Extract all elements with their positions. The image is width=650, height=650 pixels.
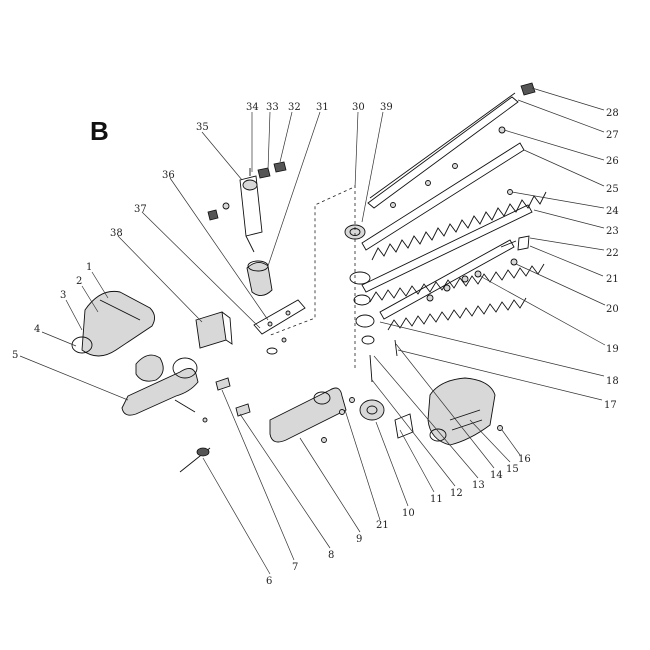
lower-blade bbox=[379, 239, 527, 331]
callout-2: 2 bbox=[76, 276, 82, 287]
callout-35: 35 bbox=[196, 122, 209, 133]
callout-24: 24 bbox=[606, 206, 619, 217]
blade-cover-rail bbox=[367, 92, 519, 209]
callout-39: 39 bbox=[380, 102, 393, 113]
callout-13: 13 bbox=[472, 480, 485, 491]
callout-34: 34 bbox=[246, 102, 259, 113]
callout-8: 8 bbox=[328, 550, 334, 561]
callout-17: 17 bbox=[604, 400, 617, 411]
callout-31: 31 bbox=[316, 102, 329, 113]
callout-30: 30 bbox=[352, 102, 365, 113]
motor-armature bbox=[207, 161, 287, 253]
callout-38: 38 bbox=[110, 228, 123, 239]
callout-18: 18 bbox=[606, 376, 619, 387]
washer-stack bbox=[349, 271, 398, 383]
callout-36: 36 bbox=[162, 170, 175, 181]
power-cord bbox=[179, 447, 211, 473]
callout-32: 32 bbox=[288, 102, 301, 113]
callout-21-bottom: 21 bbox=[376, 520, 389, 531]
blade-fasteners bbox=[390, 126, 530, 302]
callout-21-right: 21 bbox=[606, 274, 619, 285]
callout-22: 22 bbox=[606, 248, 619, 259]
callout-26: 26 bbox=[606, 156, 619, 167]
middle-blade bbox=[361, 204, 545, 303]
callout-33: 33 bbox=[266, 102, 279, 113]
callout-3: 3 bbox=[60, 290, 66, 301]
callout-1: 1 bbox=[86, 262, 92, 273]
leader-lines bbox=[19, 87, 606, 575]
right-housing bbox=[427, 377, 503, 446]
callout-23: 23 bbox=[606, 226, 619, 237]
small-part-7 bbox=[215, 377, 231, 391]
callout-9: 9 bbox=[356, 534, 362, 545]
callout-11: 11 bbox=[430, 494, 443, 505]
callout-16: 16 bbox=[518, 454, 531, 465]
end-cap bbox=[520, 82, 536, 96]
callout-19: 19 bbox=[606, 344, 619, 355]
drive-gear bbox=[344, 224, 366, 240]
callout-7: 7 bbox=[292, 562, 298, 573]
motor-housing bbox=[246, 260, 273, 296]
callout-27: 27 bbox=[606, 130, 619, 141]
gear-housing bbox=[359, 399, 414, 439]
left-housing bbox=[71, 290, 208, 423]
section-label: B bbox=[90, 116, 109, 146]
callout-14: 14 bbox=[490, 470, 503, 481]
callout-12: 12 bbox=[450, 488, 463, 499]
callout-4: 4 bbox=[34, 324, 40, 335]
callout-28: 28 bbox=[606, 108, 619, 119]
small-part-8 bbox=[235, 403, 251, 417]
switch-block bbox=[195, 311, 233, 349]
parts-drawing bbox=[71, 82, 547, 473]
motor-bracket bbox=[253, 299, 306, 355]
callout-25: 25 bbox=[606, 184, 619, 195]
callout-10: 10 bbox=[402, 508, 415, 519]
handle-grip bbox=[269, 387, 355, 443]
callout-20: 20 bbox=[606, 304, 619, 315]
callout-numbers: 1 2 3 4 5 6 7 8 9 10 11 12 13 14 15 16 1… bbox=[12, 102, 619, 587]
callout-6: 6 bbox=[266, 576, 272, 587]
callout-37: 37 bbox=[134, 204, 147, 215]
callout-5: 5 bbox=[12, 350, 18, 361]
callout-15: 15 bbox=[506, 464, 519, 475]
